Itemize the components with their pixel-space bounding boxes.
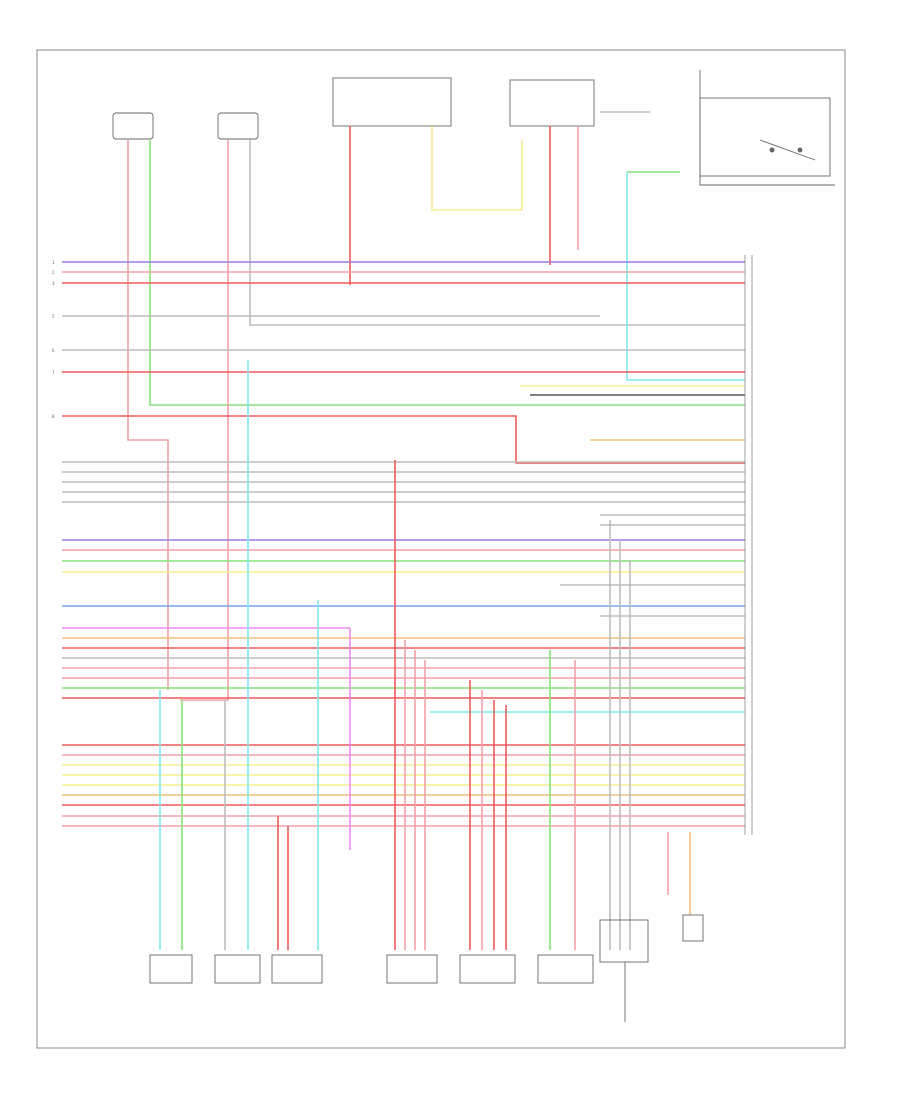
pin-column-left: 1 2 3 5 6 7 8 [52, 260, 55, 419]
component-bottom-3 [271, 954, 323, 984]
component-bottom-1 [149, 954, 193, 984]
svg-text:3: 3 [52, 281, 55, 286]
svg-text:8: 8 [52, 414, 55, 419]
component-bottom-8 [682, 914, 704, 942]
component-top-3 [332, 77, 452, 127]
svg-text:7: 7 [52, 370, 55, 375]
wire-v3 [180, 140, 229, 701]
wire-v2 [149, 140, 745, 406]
component-bottom-4 [386, 954, 438, 984]
svg-text:1: 1 [52, 260, 55, 265]
component-top-7 [759, 139, 816, 161]
component-bottom-7 [599, 919, 649, 963]
svg-text:2: 2 [52, 270, 55, 275]
pin-column-right [744, 255, 753, 835]
wire-v4 [249, 140, 745, 326]
component-bottom-5 [459, 954, 516, 984]
wire-v1 [127, 140, 169, 690]
component-top-6 [699, 70, 835, 186]
component-top-1 [112, 112, 154, 140]
wire-v9 [626, 172, 745, 381]
connector-dot-2 [797, 147, 803, 153]
component-top-2 [217, 112, 259, 140]
wire-v6 [431, 126, 523, 211]
bottom-components [149, 914, 704, 1022]
wire-h9 [62, 415, 745, 464]
component-bottom-6 [537, 954, 594, 984]
component-bottom-2 [214, 954, 261, 984]
connector-dot-1 [769, 147, 775, 153]
top-components [112, 70, 835, 186]
component-top-5 [699, 97, 831, 177]
component-top-4 [509, 79, 595, 127]
svg-text:6: 6 [52, 348, 55, 353]
diagram-frame [36, 49, 846, 1049]
wire-harness [62, 111, 745, 950]
svg-text:5: 5 [52, 314, 55, 319]
